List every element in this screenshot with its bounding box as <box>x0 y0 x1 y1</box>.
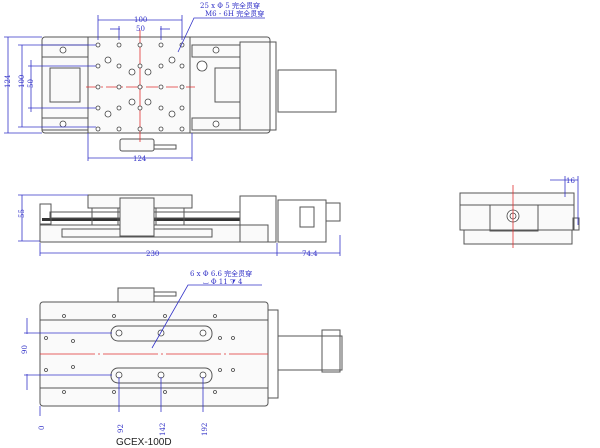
note-thread: M6 - 6H 完全贯穿 <box>205 9 264 18</box>
dim-230: 230 <box>146 250 159 258</box>
dimensions-bottom: 90 0 92 142 192 6 x Φ 6.6 完全贯穿 ⌴ Φ 11 ⧩ … <box>21 269 262 436</box>
dim-100-left: 100 <box>18 75 26 88</box>
top-view: 124 100 50 100 50 124 25 x Φ 5 完全贯穿 M6 -… <box>4 1 337 163</box>
dimensions-side: 55 230 74.4 <box>18 194 341 258</box>
pos-92: 92 <box>117 424 125 433</box>
dim-74-4: 74.4 <box>302 250 318 258</box>
dim-90: 90 <box>21 345 29 354</box>
table-holes <box>59 42 220 132</box>
model-title: GCEX-100D <box>116 437 172 448</box>
dim-100-top: 100 <box>134 16 147 24</box>
pos-192: 192 <box>201 423 209 436</box>
dim-16: 16 <box>566 177 575 185</box>
side-view: 55 230 74.4 <box>18 194 341 258</box>
end-view: 16 <box>459 176 580 248</box>
dim-50-top: 50 <box>136 25 145 33</box>
bottom-view: 90 0 92 142 192 6 x Φ 6.6 完全贯穿 ⌴ Φ 11 ⧩ … <box>21 269 343 436</box>
dim-50-left: 50 <box>27 79 35 88</box>
note-holes: 25 x Φ 5 完全贯穿 <box>200 1 260 10</box>
note-counterbore: ⌴ Φ 11 ⧩ 4 <box>203 278 243 286</box>
pos-142: 142 <box>159 423 167 436</box>
dim-124-left: 124 <box>4 74 12 88</box>
note-holes-bottom: 6 x Φ 6.6 完全贯穿 <box>190 269 252 278</box>
pos-0: 0 <box>38 426 46 430</box>
dimensions-top: 124 100 50 100 50 124 25 x Φ 5 完全贯穿 M6 -… <box>4 1 265 163</box>
dim-55: 55 <box>18 209 26 218</box>
dim-124-bottom: 124 <box>133 155 147 163</box>
